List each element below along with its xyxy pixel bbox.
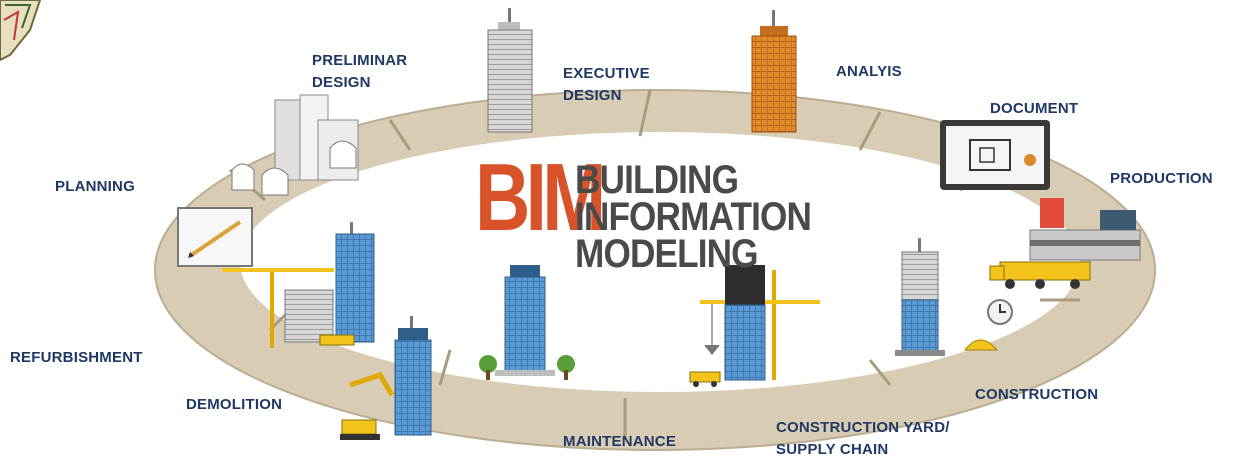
excavator-icon bbox=[689, 371, 721, 387]
title-building: BUILDING bbox=[575, 158, 739, 202]
tree-icon bbox=[479, 355, 575, 380]
construction-yard-tower bbox=[724, 265, 766, 381]
label-document: DOCUMENT bbox=[990, 100, 1079, 117]
production-factory bbox=[1029, 198, 1141, 261]
label-planning: PLANNING bbox=[55, 178, 135, 195]
label-executive-design: EXECUTIVE DESIGN bbox=[563, 65, 650, 104]
demolition-excavator-icon bbox=[340, 371, 395, 440]
analysis-tower bbox=[751, 10, 797, 133]
label-construction-yard: CONSTRUCTION YARD/ SUPPLY CHAIN bbox=[776, 419, 950, 458]
label-analysis: ANALYIS bbox=[836, 63, 902, 80]
demolition-tower bbox=[394, 316, 432, 436]
label-refurbishment: REFURBISHMENT bbox=[10, 349, 143, 366]
label-production: PRODUCTION bbox=[1110, 170, 1213, 187]
planning-board-icon bbox=[177, 207, 253, 267]
crest-logo-icon bbox=[0, 0, 42, 62]
label-preliminary-design: PRELIMINAR DESIGN bbox=[312, 52, 408, 91]
refurbishment-tower bbox=[284, 222, 375, 346]
title-information: INFORMATION bbox=[575, 195, 812, 239]
bim-acronym: BIM bbox=[475, 144, 606, 251]
preliminary-design-model bbox=[231, 94, 359, 196]
truck-icon bbox=[989, 261, 1091, 289]
construction-tower bbox=[895, 238, 945, 356]
label-maintenance: MAINTENANCE bbox=[563, 433, 677, 450]
label-construction: CONSTRUCTION bbox=[975, 386, 1099, 403]
hard-hat-icon bbox=[963, 339, 999, 351]
label-demolition: DEMOLITION bbox=[186, 396, 283, 413]
executive-design-tower bbox=[487, 8, 533, 133]
blueprint-icon bbox=[940, 120, 1050, 190]
clock-icon bbox=[987, 299, 1013, 325]
maintenance-tower bbox=[495, 265, 555, 376]
title-modeling: MODELING bbox=[575, 232, 759, 276]
refurbishment-crane-icon bbox=[222, 268, 334, 348]
